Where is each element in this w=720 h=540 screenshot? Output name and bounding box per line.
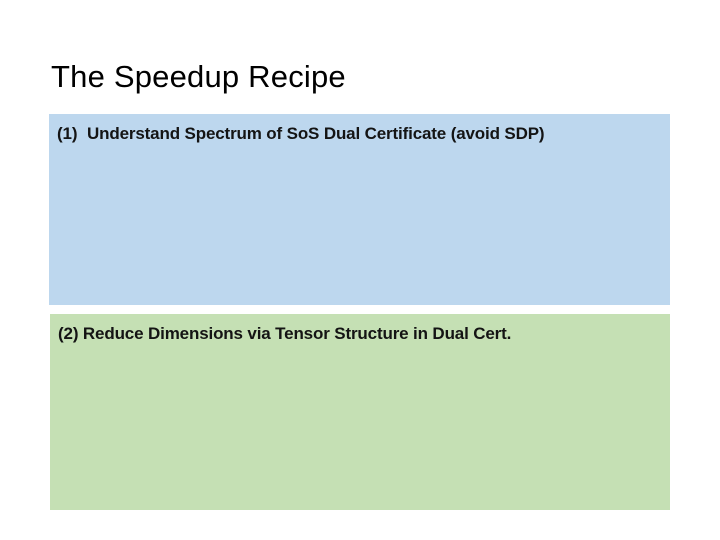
step-1-number: (1) xyxy=(57,124,78,143)
step-box-2: (2) Reduce Dimensions via Tensor Structu… xyxy=(50,314,670,510)
step-2-number: (2) xyxy=(58,324,79,343)
step-1-text: (1) Understand Spectrum of SoS Dual Certi… xyxy=(57,122,664,146)
step-2-text: (2) Reduce Dimensions via Tensor Structu… xyxy=(58,322,664,346)
step-1-body: Understand Spectrum of SoS Dual Certific… xyxy=(87,124,545,143)
page-title: The Speedup Recipe xyxy=(51,59,346,94)
step-box-1: (1) Understand Spectrum of SoS Dual Certi… xyxy=(49,114,670,305)
step-2-body-text: Reduce Dimensions via Tensor Structure i… xyxy=(82,324,512,343)
